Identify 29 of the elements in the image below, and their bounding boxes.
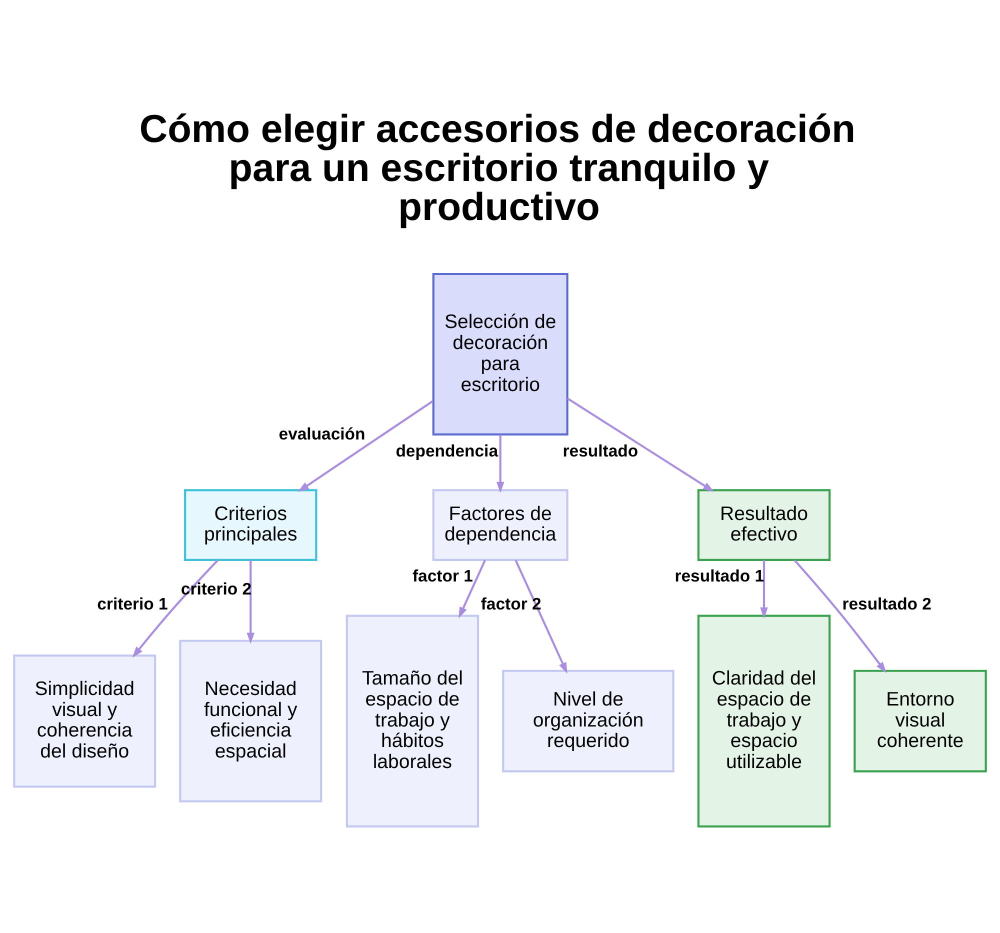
edge-label: factor 2 [480,594,542,614]
node-box: Entorno visual coherente [854,670,987,772]
edge-label: evaluación [278,424,366,444]
arrow [760,560,768,619]
arrow [132,560,219,658]
edge-label: criterio 1 [97,594,168,614]
node-box: Nivel de organización requerido [502,670,674,772]
node-box: Simplicidad visual y coherencia del diseño [13,654,156,788]
node-box: Claridad del espacio de trabajo y espacio utilizable [697,614,831,828]
diagram-title: Cómo elegir accesorios de decoración para un escritorio tranquilo y productivo [139,108,856,230]
arrow [496,434,504,494]
node-box: Factores de dependencia [432,489,568,562]
edge-label: resultado 1 [674,566,764,586]
arrow [567,398,714,492]
arrow [246,560,255,644]
edge-label: dependencia [396,441,498,460]
edge-label: resultado [562,441,638,460]
edge-label: criterio 2 [180,579,252,598]
node-box: Tamaño del espacio de trabajo y hábitos laborales [346,614,480,828]
arrow [794,560,886,674]
node-box: Resultado efectivo [697,489,831,562]
arrow [458,560,486,618]
arrow [514,560,568,674]
node-box: Necesidad funcional y eficiencia espacial [179,640,322,802]
node-box: Criterios principales [184,489,318,562]
edge-label: factor 1 [412,566,473,586]
arrow [298,400,434,492]
node-box: Selección de decoración para escritorio [432,272,568,436]
edge-label: resultado 2 [842,594,932,614]
